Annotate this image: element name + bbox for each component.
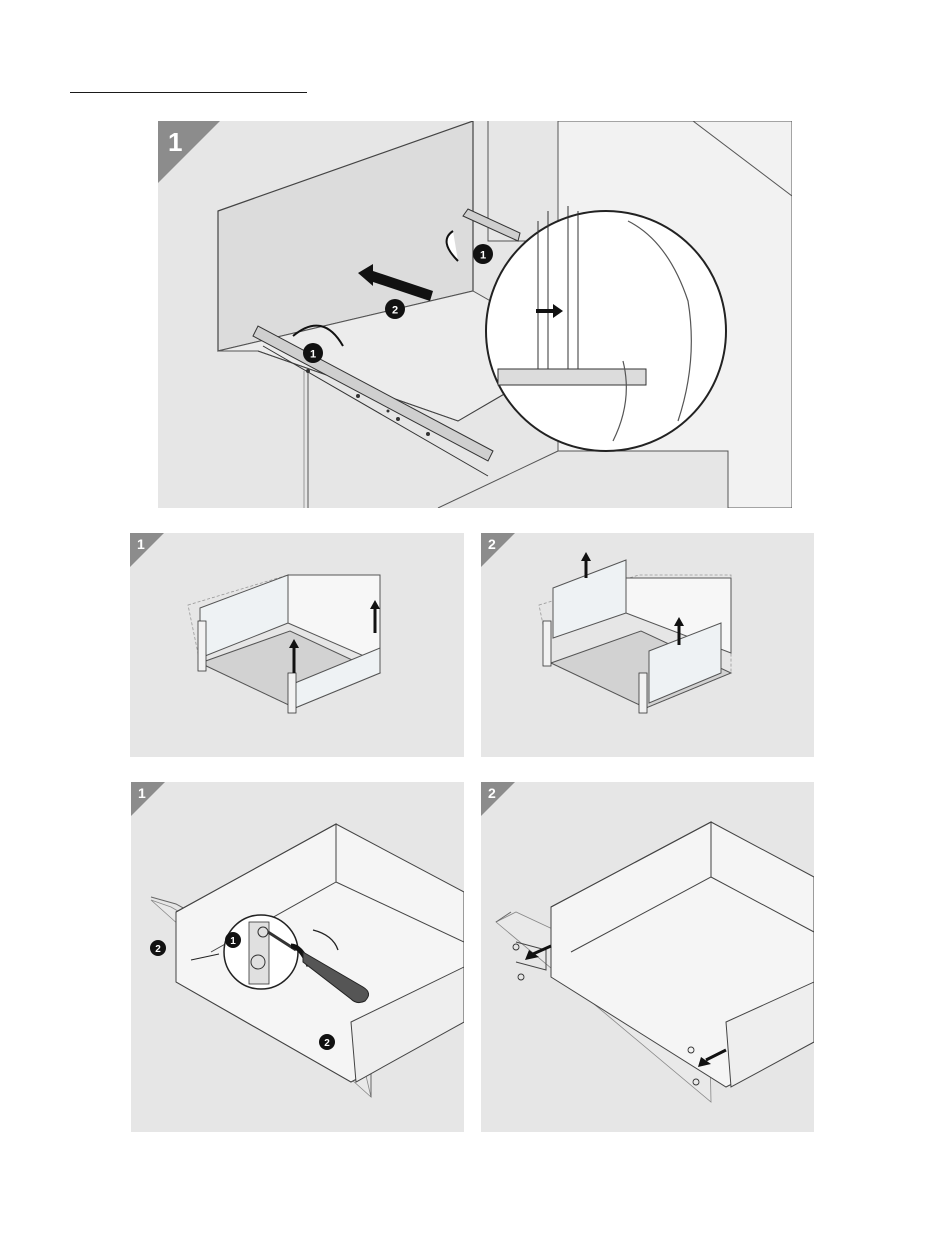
step-number: 2 (488, 785, 496, 801)
step-number: 1 (138, 785, 146, 801)
remove-drawer-illustration: 1 2 1 (158, 121, 792, 508)
front-remove-illustration (481, 782, 814, 1132)
callout-2: 2 (392, 305, 398, 317)
step-badge (131, 782, 165, 816)
callout-1-left: 1 (310, 349, 316, 361)
front-unscrew-illustration: 1 2 2 (131, 782, 464, 1132)
glass-sides-a-illustration (130, 533, 464, 757)
panel-front-unscrew: 1 2 2 1 (131, 782, 464, 1132)
step-number: 1 (168, 127, 182, 158)
panel-front-remove: 2 (481, 782, 814, 1132)
step-number: 1 (137, 536, 145, 552)
callout-1: 1 (230, 936, 236, 947)
panel-remove-drawer: 1 2 1 1 (158, 121, 792, 508)
step-badge (130, 533, 164, 567)
glass-sides-b-illustration (481, 533, 814, 757)
step-badge (481, 533, 515, 567)
callout-1-top: 1 (480, 250, 486, 262)
callout-2-right: 2 (324, 1038, 330, 1049)
header-rule (70, 92, 307, 93)
panel-glass-sides-a: 1 (130, 533, 464, 757)
panel-glass-sides-b: 2 (481, 533, 814, 757)
step-badge (481, 782, 515, 816)
callout-2-left: 2 (155, 944, 161, 955)
step-number: 2 (488, 536, 496, 552)
